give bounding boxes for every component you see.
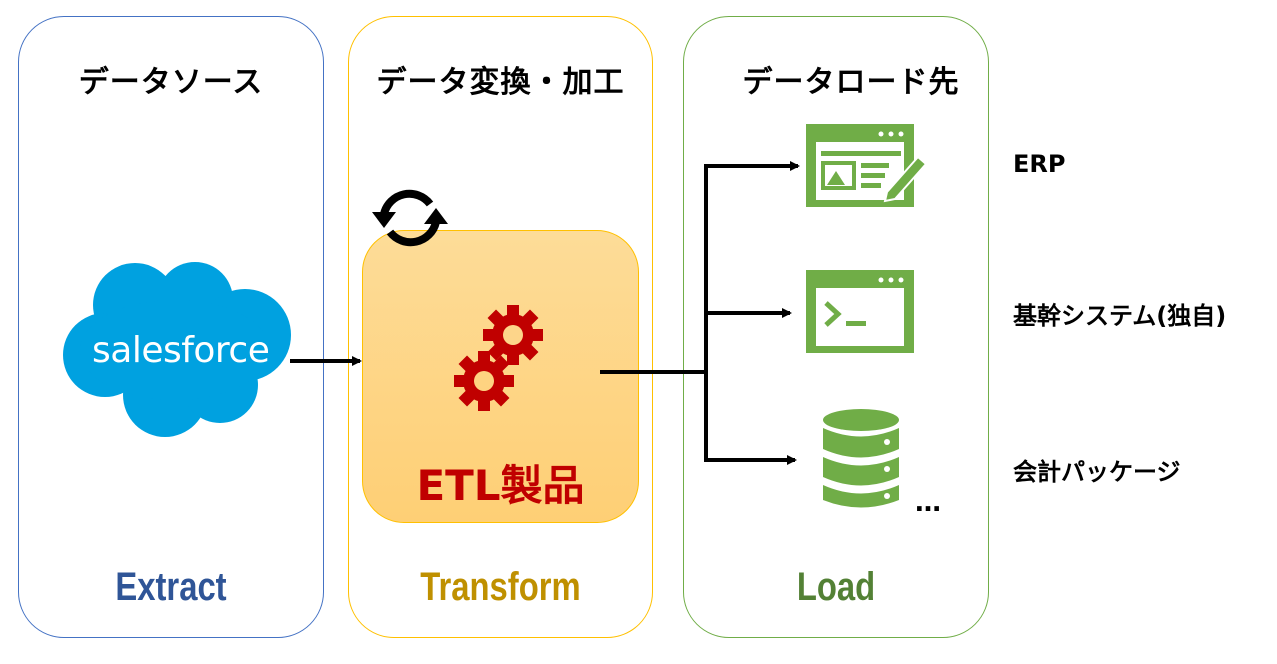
- destination-label-accounting: 会計パッケージ: [1013, 458, 1181, 486]
- web-editor-icon: [806, 124, 928, 207]
- transform-panel-title: データ変換・加工: [376, 65, 625, 100]
- extract-panel-title: データソース: [78, 65, 264, 100]
- salesforce-cloud-logo: [63, 262, 291, 437]
- refresh-icon: [372, 189, 448, 247]
- terminal-window-icon: [806, 270, 914, 353]
- destination-label-core-system: 基幹システム(独自): [1013, 302, 1227, 330]
- destination-label-erp: ERP: [1013, 150, 1066, 178]
- gears-icon: [454, 305, 543, 411]
- more-destinations-indicator: …: [915, 488, 941, 518]
- salesforce-logo-text: salesforce: [92, 330, 270, 371]
- load-connectors: [600, 161, 800, 465]
- load-panel: データロード先 Load: [683, 16, 989, 638]
- database-icon: [823, 409, 899, 508]
- etl-product-label: ETL製品: [416, 461, 585, 510]
- transform-label: Transform: [420, 565, 581, 609]
- load-panel-title: データロード先: [742, 65, 960, 100]
- load-label: Load: [796, 565, 876, 609]
- extract-label: Extract: [115, 565, 227, 609]
